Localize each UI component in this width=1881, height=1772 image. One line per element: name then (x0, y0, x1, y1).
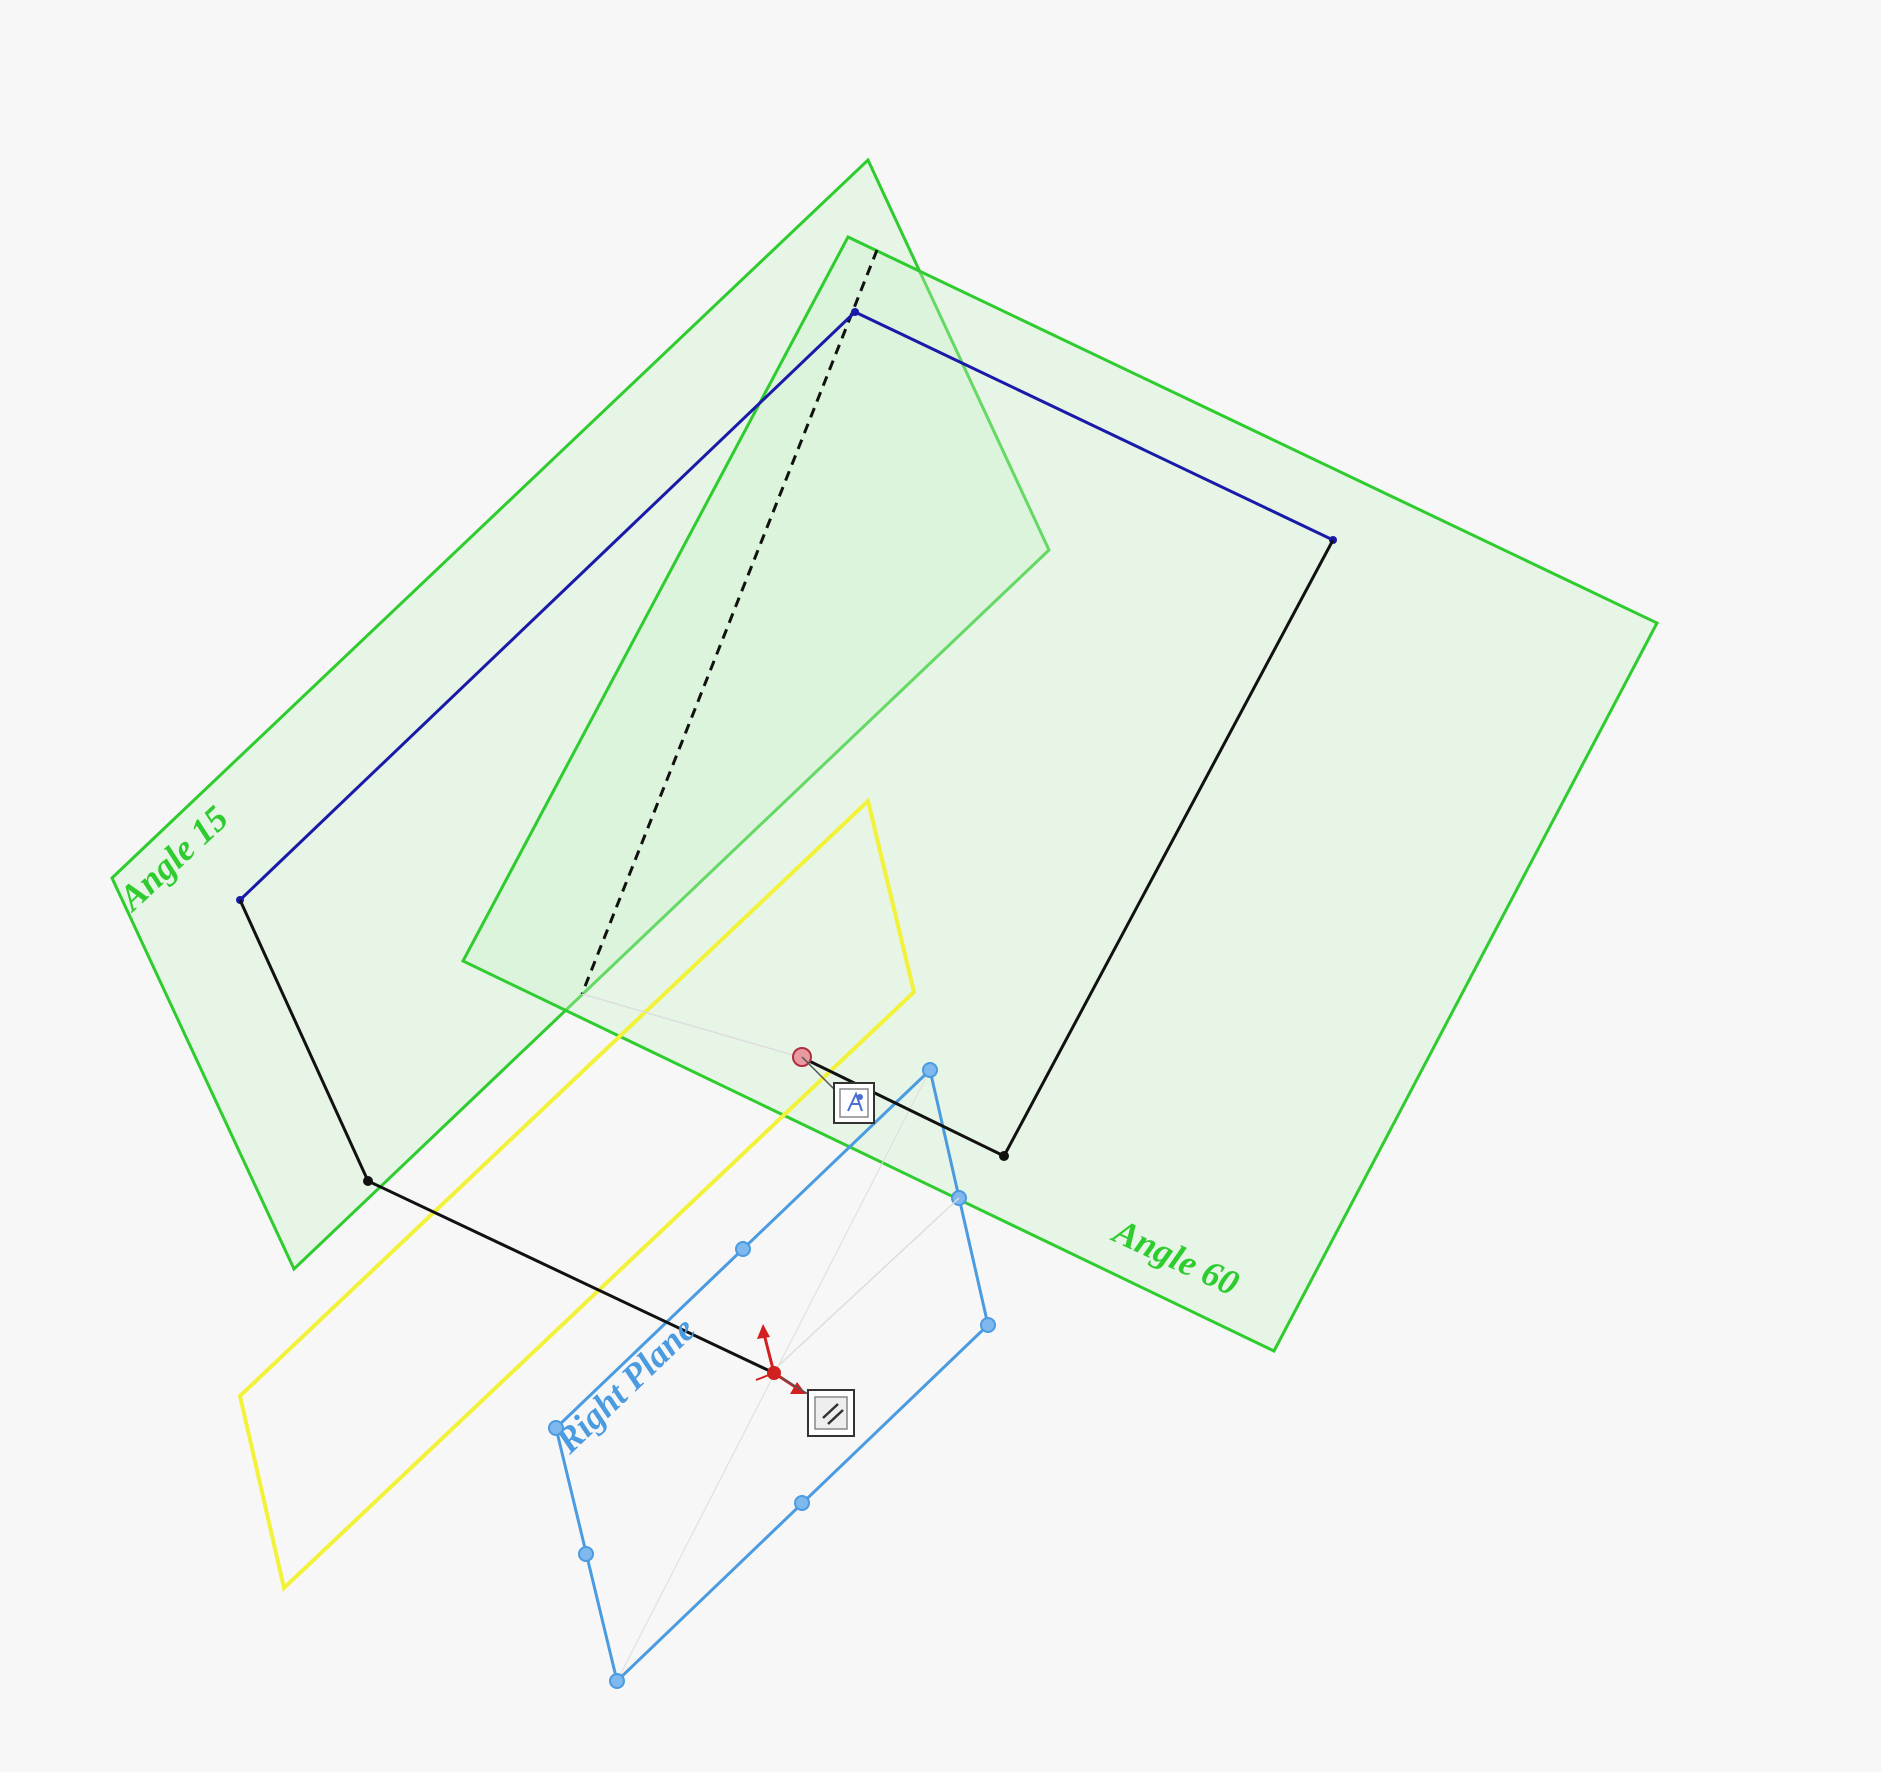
right-plane-handle[interactable] (578, 1546, 594, 1562)
sketch-line-black[interactable] (367, 1179, 775, 1375)
reference-line (776, 1197, 960, 1368)
right-plane-handle[interactable] (980, 1317, 996, 1333)
right-plane-handle[interactable] (735, 1241, 751, 1257)
relation-leader-line (801, 1056, 839, 1094)
right-plane-handle[interactable] (609, 1673, 625, 1689)
right-plane-label: Right Plane (547, 1309, 703, 1461)
coincident-relation-icon[interactable] (833, 1082, 875, 1124)
sketch-line-black[interactable] (802, 1056, 1005, 1158)
yellow-plane-outline[interactable] (237, 797, 917, 1592)
sketch-point[interactable] (363, 1176, 373, 1186)
sketch-point[interactable] (999, 1151, 1009, 1161)
sketch-line-blue-right[interactable] (854, 310, 1334, 542)
origin-triad-icon[interactable] (755, 1324, 806, 1394)
sketch-lower-lines[interactable] (238, 539, 1335, 1375)
right-plane-handle[interactable] (794, 1495, 810, 1511)
yellow-plane[interactable] (237, 797, 917, 1592)
angle60-plane[interactable] (460, 235, 1660, 1353)
right-plane-handle[interactable] (922, 1062, 938, 1078)
right-plane-handle[interactable] (548, 1420, 564, 1436)
sketch-line-blue-left[interactable] (238, 310, 857, 902)
parallel-relation-icon[interactable] (781, 1377, 855, 1437)
angle15-plane-face[interactable] (110, 157, 1051, 1272)
sketch-point[interactable] (851, 308, 859, 316)
sketch-line-black[interactable] (238, 899, 370, 1182)
angle15-plane[interactable] (110, 157, 1051, 1272)
construction-line[interactable] (580, 249, 879, 995)
angle60-plane-face[interactable] (460, 235, 1660, 1353)
sketch-line-black[interactable] (1002, 539, 1335, 1157)
reference-line (581, 993, 804, 1059)
